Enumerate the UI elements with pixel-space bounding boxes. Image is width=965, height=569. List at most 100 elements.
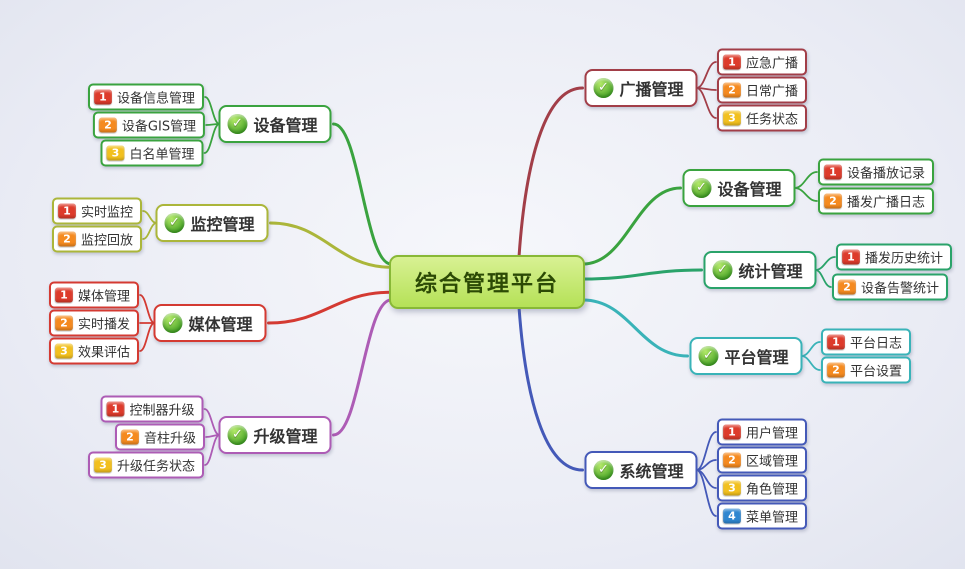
- checkmark-icon: ✓: [691, 178, 712, 198]
- subtopic-label: 播发历史统计: [864, 251, 944, 267]
- number-badge: 1: [826, 334, 845, 350]
- branch-node-upgrade-mgmt: ✓ 升级管理: [218, 416, 332, 454]
- number-badge: 3: [93, 457, 112, 473]
- number-badge: 1: [722, 54, 741, 70]
- number-badge: 3: [722, 110, 741, 126]
- branch-label: 平台管理: [724, 348, 789, 367]
- branch-node-device-mgmt-right: ✓ 设备管理: [682, 169, 796, 207]
- subtopic-label: 设备信息管理: [116, 91, 196, 107]
- number-badge: 2: [57, 231, 76, 247]
- number-badge: 2: [54, 315, 73, 331]
- subtopic-label: 设备告警统计: [860, 281, 940, 297]
- checkmark-icon: ✓: [162, 313, 183, 333]
- checkmark-icon: ✓: [698, 346, 719, 366]
- branch-node-monitor-mgmt: ✓ 监控管理: [155, 204, 269, 242]
- number-badge: 1: [106, 401, 125, 417]
- branch-label: 广播管理: [619, 80, 684, 99]
- branch-label: 升级管理: [253, 427, 318, 446]
- subtopic-label: 设备播放记录: [846, 166, 926, 182]
- subtopic-label: 白名单管理: [129, 147, 195, 163]
- central-topic: 综合管理平台: [388, 255, 586, 309]
- checkmark-icon: ✓: [712, 260, 733, 280]
- number-badge: 1: [57, 203, 76, 219]
- checkmark-icon: ✓: [164, 213, 185, 233]
- branch-node-system-mgmt: ✓ 系统管理: [584, 451, 698, 489]
- subtopic-label: 角色管理: [745, 482, 799, 498]
- number-badge: 1: [93, 89, 112, 105]
- subtopic-label: 实时播发: [77, 317, 131, 333]
- checkmark-icon: ✓: [227, 114, 248, 134]
- subtopic-label: 菜单管理: [745, 510, 799, 526]
- number-badge: 2: [823, 193, 842, 209]
- number-badge: 2: [722, 452, 741, 468]
- branch-label: 设备管理: [717, 180, 782, 199]
- branch-label: 媒体管理: [188, 315, 253, 334]
- number-badge: 3: [54, 343, 73, 359]
- branch-label: 系统管理: [619, 462, 684, 481]
- subtopic-label: 平台设置: [849, 364, 903, 380]
- subtopic-label: 用户管理: [745, 426, 799, 442]
- subtopic-label: 媒体管理: [77, 289, 131, 305]
- subtopic-label: 升级任务状态: [116, 459, 196, 475]
- branch-label: 监控管理: [190, 215, 255, 234]
- branch-node-stats-mgmt: ✓ 统计管理: [703, 251, 817, 289]
- central-topic-label: 综合管理平台: [414, 272, 560, 297]
- branch-node-platform-mgmt: ✓ 平台管理: [689, 337, 803, 375]
- number-badge: 2: [98, 117, 117, 133]
- number-badge: 1: [54, 287, 73, 303]
- subtopic-label: 日常广播: [745, 84, 799, 100]
- number-badge: 1: [722, 424, 741, 440]
- number-badge: 1: [823, 164, 842, 180]
- number-badge: 3: [106, 145, 125, 161]
- subtopic-label: 效果评估: [77, 345, 131, 361]
- checkmark-icon: ✓: [227, 425, 248, 445]
- checkmark-icon: ✓: [593, 78, 614, 98]
- subtopic-label: 播发广播日志: [846, 195, 926, 211]
- number-badge: 1: [841, 249, 860, 265]
- branch-node-broadcast-mgmt: ✓ 广播管理: [584, 69, 698, 107]
- branch-label: 设备管理: [253, 116, 318, 135]
- number-badge: 2: [837, 279, 856, 295]
- subtopic-label: 任务状态: [745, 112, 799, 128]
- subtopic-label: 区域管理: [745, 454, 799, 470]
- subtopic-label: 实时监控: [80, 205, 134, 221]
- checkmark-icon: ✓: [593, 460, 614, 480]
- subtopic-label: 监控回放: [80, 233, 134, 249]
- number-badge: 2: [722, 82, 741, 98]
- subtopic-label: 设备GIS管理: [121, 119, 197, 135]
- subtopic-label: 控制器升级: [129, 403, 195, 419]
- branch-label: 统计管理: [738, 262, 803, 281]
- number-badge: 3: [722, 480, 741, 496]
- number-badge: 2: [826, 362, 845, 378]
- subtopic-label: 应急广播: [745, 56, 799, 72]
- branch-node-device-mgmt-left: ✓ 设备管理: [218, 105, 332, 143]
- subtopic-label: 平台日志: [849, 336, 903, 352]
- number-badge: 4: [722, 508, 741, 524]
- branch-node-media-mgmt: ✓ 媒体管理: [153, 304, 267, 342]
